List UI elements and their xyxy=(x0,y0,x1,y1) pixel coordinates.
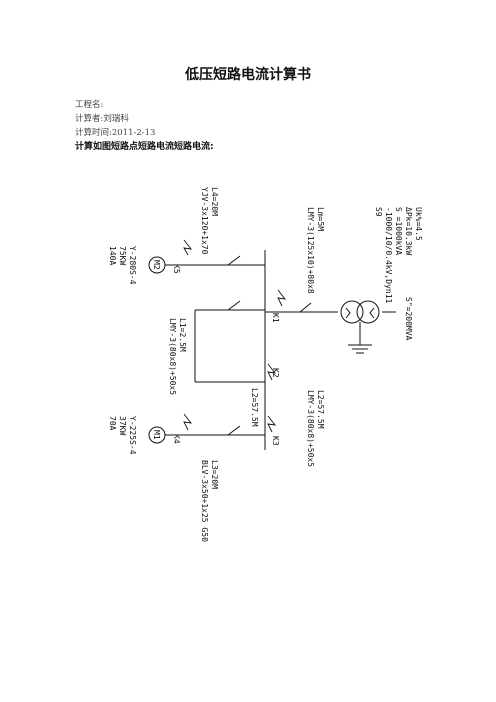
calculator-label: 计算者:刘瑞科 xyxy=(75,114,129,124)
calc-time-label: 计算时间:2011-2-13 xyxy=(75,128,156,138)
system-params: S"=200MVA xyxy=(404,297,413,341)
m1-line-2: 37KW xyxy=(118,416,127,435)
feeder-line-2: LMY-3(125x10)+80x8 xyxy=(306,207,315,294)
m2-line-1: Y-280S-4 xyxy=(128,246,137,285)
point-k5: K5 xyxy=(172,264,181,274)
transformer-params: Uk%=4.5 ΔPk=10.3kW S =1000kVA -1000/10/0… xyxy=(374,207,423,304)
feeder-params: Lm=5M LMY-3(125x10)+80x8 xyxy=(306,207,325,294)
point-k3: K3 xyxy=(271,436,280,446)
l3-line-1: L3=20M xyxy=(210,460,219,489)
l2-left-line-1: L2=57.5M xyxy=(250,388,259,427)
fault-arrow-k3 xyxy=(267,415,277,433)
motor-m2-label: M2 xyxy=(152,260,161,270)
switch-feeder xyxy=(299,302,312,313)
l3-params: L3=20M BLV-3x50+1x25 G50 xyxy=(200,460,219,542)
switch-l4 xyxy=(227,255,241,266)
motor-m1-icon xyxy=(148,426,166,444)
transformer-line-2: ΔPk=10.3kW xyxy=(404,207,413,255)
point-k4: K4 xyxy=(172,434,181,444)
l4-params: L4=20M YJV-3x120+1x70 xyxy=(200,187,219,255)
transformer-icon xyxy=(340,300,380,324)
feeder-line-1: Lm=5M xyxy=(316,207,325,231)
m2-line-3: 140A xyxy=(108,246,117,265)
l3-line-2: BLV-3x50+1x25 G50 xyxy=(200,460,209,542)
l2-right-params: L2=57.5M LMY-3(80x8)+50x5 xyxy=(306,390,325,467)
l1-params: L1=2.5M LMY-3(80x8)+50x5 xyxy=(168,318,187,395)
point-k1: K1 xyxy=(271,313,280,323)
m2-params: Y-280S-4 75KW 140A xyxy=(108,246,137,285)
l1-line-2: LMY-3(80x8)+50x5 xyxy=(168,318,177,395)
switch-l3 xyxy=(227,425,241,436)
point-k2: K2 xyxy=(271,368,280,378)
transformer-line-5: S9 xyxy=(374,207,383,217)
calc-lead-text: 计算如图短路点短路电流短路电流: xyxy=(75,142,214,152)
m1-params: Y-225S-4 37KW 70A xyxy=(108,416,137,455)
l2-right-line-2: LMY-3(80x8)+50x5 xyxy=(306,390,315,467)
fault-arrow-k2 xyxy=(267,363,277,381)
transformer-line-1: Uk%=4.5 xyxy=(414,207,423,241)
system-label: S"=200MVA xyxy=(404,297,413,341)
l4-line-1: L4=20M xyxy=(210,187,219,216)
document-title: 低压短路电流计算书 xyxy=(185,67,311,83)
fault-arrow-k5 xyxy=(183,239,193,256)
m1-line-1: Y-225S-4 xyxy=(128,416,137,455)
motor-m2-icon xyxy=(148,256,166,274)
l4-line-2: YJV-3x120+1x70 xyxy=(200,187,209,255)
transformer-line-3: S =1000kVA xyxy=(394,207,403,255)
switch-l1 xyxy=(227,300,241,311)
fault-arrow-k4 xyxy=(183,413,193,431)
l2-left-params: L2=57.5M xyxy=(250,388,259,427)
motor-m1-label: M1 xyxy=(152,430,161,440)
project-name-label: 工程名: xyxy=(75,100,104,110)
l1-line-1: L1=2.5M xyxy=(178,318,187,352)
transformer-line-4: -1000/10/0.4kV,Dyn11 xyxy=(384,207,393,304)
m1-line-3: 70A xyxy=(108,416,117,431)
m2-line-2: 75KW xyxy=(118,246,127,265)
l2-right-line-1: L2=57.5M xyxy=(316,390,325,429)
fault-arrow-k1 xyxy=(277,289,287,307)
